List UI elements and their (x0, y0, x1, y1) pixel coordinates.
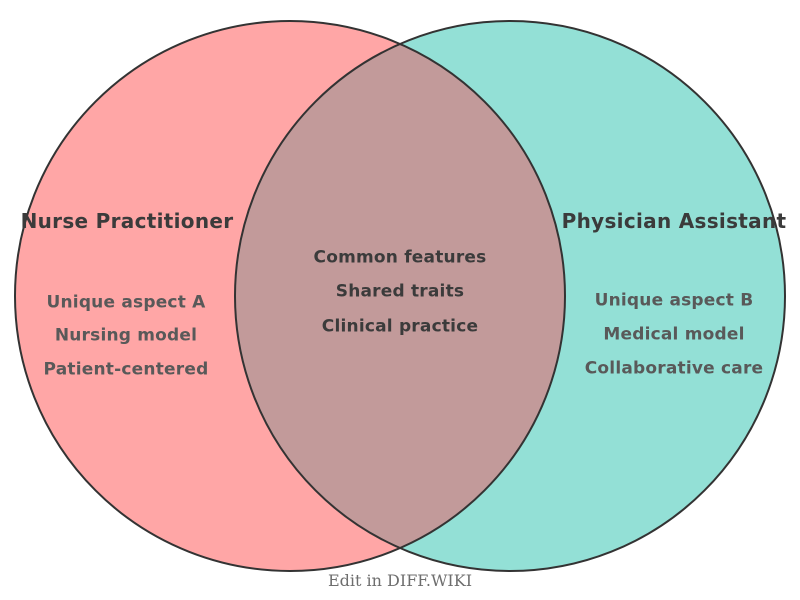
left-circle-item: Unique aspect A (46, 292, 206, 313)
overlap-item: Common features (313, 247, 487, 268)
overlap-item: Clinical practice (321, 316, 479, 337)
right-circle-item: Medical model (603, 324, 745, 345)
right-circle-item: Collaborative care (584, 358, 764, 379)
edit-in-diff-wiki-link[interactable]: Edit in DIFF.WIKI (327, 571, 473, 590)
left-circle-item: Nursing model (54, 325, 198, 346)
overlap-region-fill (235, 21, 565, 571)
right-circle-item: Unique aspect B (594, 290, 754, 311)
left-circle-item: Patient-centered (43, 359, 209, 380)
right-circle-outline (234, 20, 786, 572)
overlap-item: Shared traits (335, 281, 465, 302)
left-circle-title: Nurse Practitioner (20, 209, 234, 233)
right-circle-title: Physician Assistant (561, 209, 787, 233)
left-circle-outline (14, 20, 566, 572)
